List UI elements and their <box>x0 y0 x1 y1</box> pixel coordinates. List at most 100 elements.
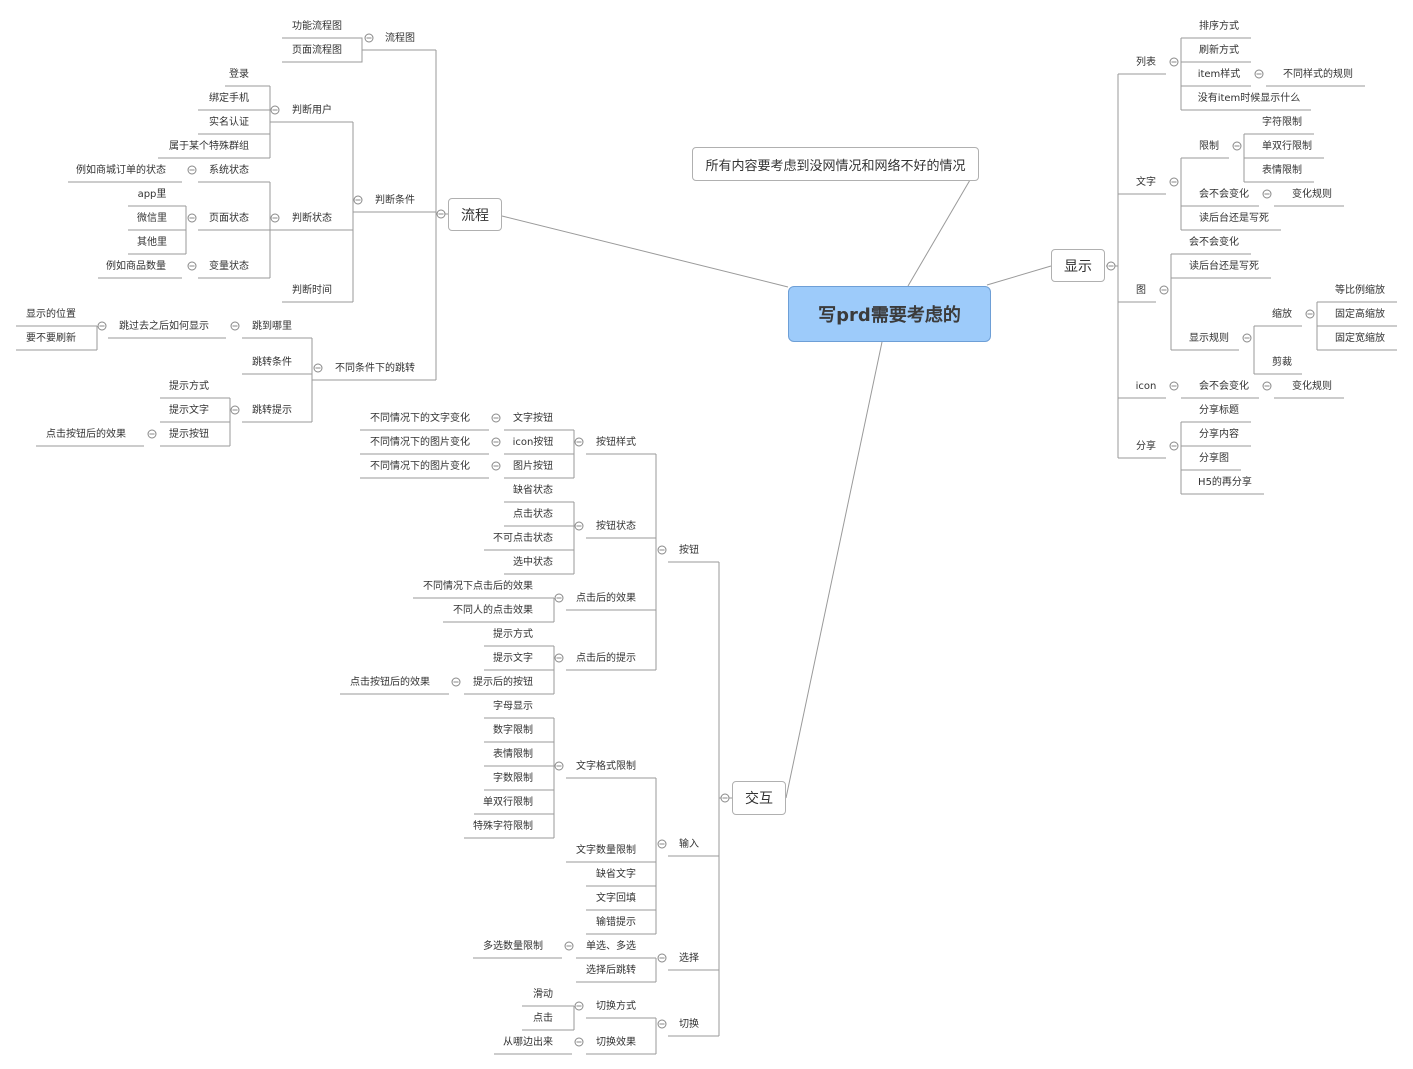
collapse-hint-button-icon[interactable] <box>147 429 157 439</box>
node-image-change[interactable]: 会不会变化 <box>1189 237 1239 248</box>
node-after-click-effect[interactable]: 点击按钮后的效果 <box>46 429 126 440</box>
node-from-where[interactable]: 从哪边出来 <box>503 1037 553 1048</box>
collapse-input-icon[interactable] <box>657 839 667 849</box>
collapse-button-icon[interactable] <box>657 545 667 555</box>
collapse-flow-icon[interactable] <box>436 209 446 219</box>
node-system-state[interactable]: 系统状态 <box>209 165 249 176</box>
collapse-scale-icon[interactable] <box>1305 309 1315 319</box>
collapse-icon-button-icon[interactable] <box>491 437 501 447</box>
node-icon[interactable]: icon <box>1135 381 1157 392</box>
collapse-interaction-icon[interactable] <box>720 793 730 803</box>
node-jump-where[interactable]: 跳到哪里 <box>252 321 292 332</box>
node-text[interactable]: 文字 <box>1136 177 1156 188</box>
note-box[interactable]: 所有内容要考虑到没网情况和网络不好的情况 <box>692 147 979 181</box>
node-image-button-desc[interactable]: 不同情况下的图片变化 <box>370 461 470 472</box>
collapse-condition-icon[interactable] <box>353 195 363 205</box>
node-share-image[interactable]: 分享图 <box>1199 453 1229 464</box>
node-button[interactable]: 按钮 <box>679 545 699 556</box>
node-icon-button-desc[interactable]: 不同情况下的图片变化 <box>370 437 470 448</box>
topic-interaction[interactable]: 交互 <box>732 781 786 815</box>
node-flowchart[interactable]: 流程图 <box>385 33 415 44</box>
node-line-limit[interactable]: 单双行限制 <box>1262 141 1312 152</box>
node-ratio-scale[interactable]: 等比例缩放 <box>1335 285 1385 296</box>
node-share-content[interactable]: 分享内容 <box>1199 429 1239 440</box>
collapse-text-icon[interactable] <box>1169 177 1179 187</box>
node-after-jump-display[interactable]: 跳过去之后如何显示 <box>119 321 209 332</box>
node-real-name[interactable]: 实名认证 <box>209 117 249 128</box>
collapse-judge-user-icon[interactable] <box>270 105 280 115</box>
node-icon-change-rule[interactable]: 变化规则 <box>1292 381 1332 392</box>
node-switch-method[interactable]: 切换方式 <box>596 1001 636 1012</box>
node-image-button[interactable]: 图片按钮 <box>513 461 553 472</box>
collapse-jump-icon[interactable] <box>313 363 323 373</box>
node-slide[interactable]: 滑动 <box>533 989 553 1000</box>
node-judge-time[interactable]: 判断时间 <box>292 285 332 296</box>
collapse-click-hint-icon[interactable] <box>554 653 564 663</box>
node-scale[interactable]: 缩放 <box>1272 309 1292 320</box>
collapse-jump-where-icon[interactable] <box>230 321 240 331</box>
node-click-effect-people[interactable]: 不同人的点击效果 <box>453 605 533 616</box>
node-special-group[interactable]: 属于某个特殊群组 <box>169 141 249 152</box>
node-text-format[interactable]: 文字格式限制 <box>576 761 636 772</box>
node-hint-button[interactable]: 提示后的按钮 <box>473 677 533 688</box>
node-display-position[interactable]: 显示的位置 <box>26 309 76 320</box>
collapse-switch-icon[interactable] <box>657 1019 667 1029</box>
node-need-refresh[interactable]: 要不要刷新 <box>26 333 76 344</box>
collapse-flowchart-icon[interactable] <box>364 33 374 43</box>
node-button-state[interactable]: 按钮状态 <box>596 521 636 532</box>
node-text-change[interactable]: 会不会变化 <box>1199 189 1249 200</box>
collapse-single-multi-icon[interactable] <box>564 941 574 951</box>
node-variable-state[interactable]: 变量状态 <box>209 261 249 272</box>
node-button-style[interactable]: 按钮样式 <box>596 437 636 448</box>
collapse-limit-icon[interactable] <box>1232 141 1242 151</box>
node-selected-state[interactable]: 选中状态 <box>513 557 553 568</box>
collapse-page-state-icon[interactable] <box>187 213 197 223</box>
node-limit[interactable]: 限制 <box>1199 141 1219 152</box>
node-hint-text[interactable]: 提示文字 <box>493 653 533 664</box>
node-click-effect[interactable]: 点击后的效果 <box>576 593 636 604</box>
collapse-text-button-icon[interactable] <box>491 413 501 423</box>
node-emoji-limit[interactable]: 表情限制 <box>1262 165 1302 176</box>
node-crop[interactable]: 剪裁 <box>1272 357 1292 368</box>
node-special-char-limit[interactable]: 特殊字符限制 <box>473 821 533 832</box>
collapse-image-button-icon[interactable] <box>491 461 501 471</box>
topic-flow[interactable]: 流程 <box>448 198 502 231</box>
node-function-flowchart[interactable]: 功能流程图 <box>292 21 342 32</box>
collapse-icon-icon[interactable] <box>1169 381 1179 391</box>
collapse-display-icon[interactable] <box>1106 261 1116 271</box>
node-multi-count-limit[interactable]: 多选数量限制 <box>483 941 543 952</box>
node-list[interactable]: 列表 <box>1136 57 1156 68</box>
node-click[interactable]: 点击 <box>533 1013 553 1024</box>
collapse-share-icon[interactable] <box>1169 441 1179 451</box>
node-jump[interactable]: 不同条件下的跳转 <box>335 363 415 374</box>
collapse-text-format-icon[interactable] <box>554 761 564 771</box>
node-number-limit[interactable]: 数字限制 <box>493 725 533 736</box>
node-item-style[interactable]: item样式 <box>1197 69 1241 80</box>
node-switch[interactable]: 切换 <box>679 1019 699 1030</box>
collapse-display-rule-icon[interactable] <box>1242 333 1252 343</box>
topic-display[interactable]: 显示 <box>1051 249 1105 282</box>
collapse-switch-effect-icon[interactable] <box>574 1037 584 1047</box>
node-page-flowchart[interactable]: 页面流程图 <box>292 45 342 56</box>
collapse-after-jump-display-icon[interactable] <box>97 321 107 331</box>
node-icon-change[interactable]: 会不会变化 <box>1199 381 1249 392</box>
node-style-rules[interactable]: 不同样式的规则 <box>1283 69 1353 80</box>
central-topic[interactable]: 写prd需要考虑的 <box>788 286 991 342</box>
collapse-select-icon[interactable] <box>657 953 667 963</box>
node-text-backfill[interactable]: 文字回填 <box>596 893 636 904</box>
node-variable-state-example[interactable]: 例如商品数量 <box>106 261 166 272</box>
node-single-multi[interactable]: 单选、多选 <box>586 941 636 952</box>
collapse-click-effect-icon[interactable] <box>554 593 564 603</box>
collapse-hint-button-effect-icon[interactable] <box>451 677 461 687</box>
node-hint-button-effect[interactable]: 点击按钮后的效果 <box>350 677 430 688</box>
collapse-text-change-icon[interactable] <box>1262 189 1272 199</box>
collapse-list-icon[interactable] <box>1169 57 1179 67</box>
node-share-title[interactable]: 分享标题 <box>1199 405 1239 416</box>
node-clicked-state[interactable]: 点击状态 <box>513 509 553 520</box>
node-text-change-rule[interactable]: 变化规则 <box>1292 189 1332 200</box>
node-bind-phone[interactable]: 绑定手机 <box>209 93 249 104</box>
node-switch-effect[interactable]: 切换效果 <box>596 1037 636 1048</box>
node-hint-method[interactable]: 提示方式 <box>493 629 533 640</box>
collapse-variable-state-icon[interactable] <box>187 261 197 271</box>
node-default-state[interactable]: 缺省状态 <box>513 485 553 496</box>
